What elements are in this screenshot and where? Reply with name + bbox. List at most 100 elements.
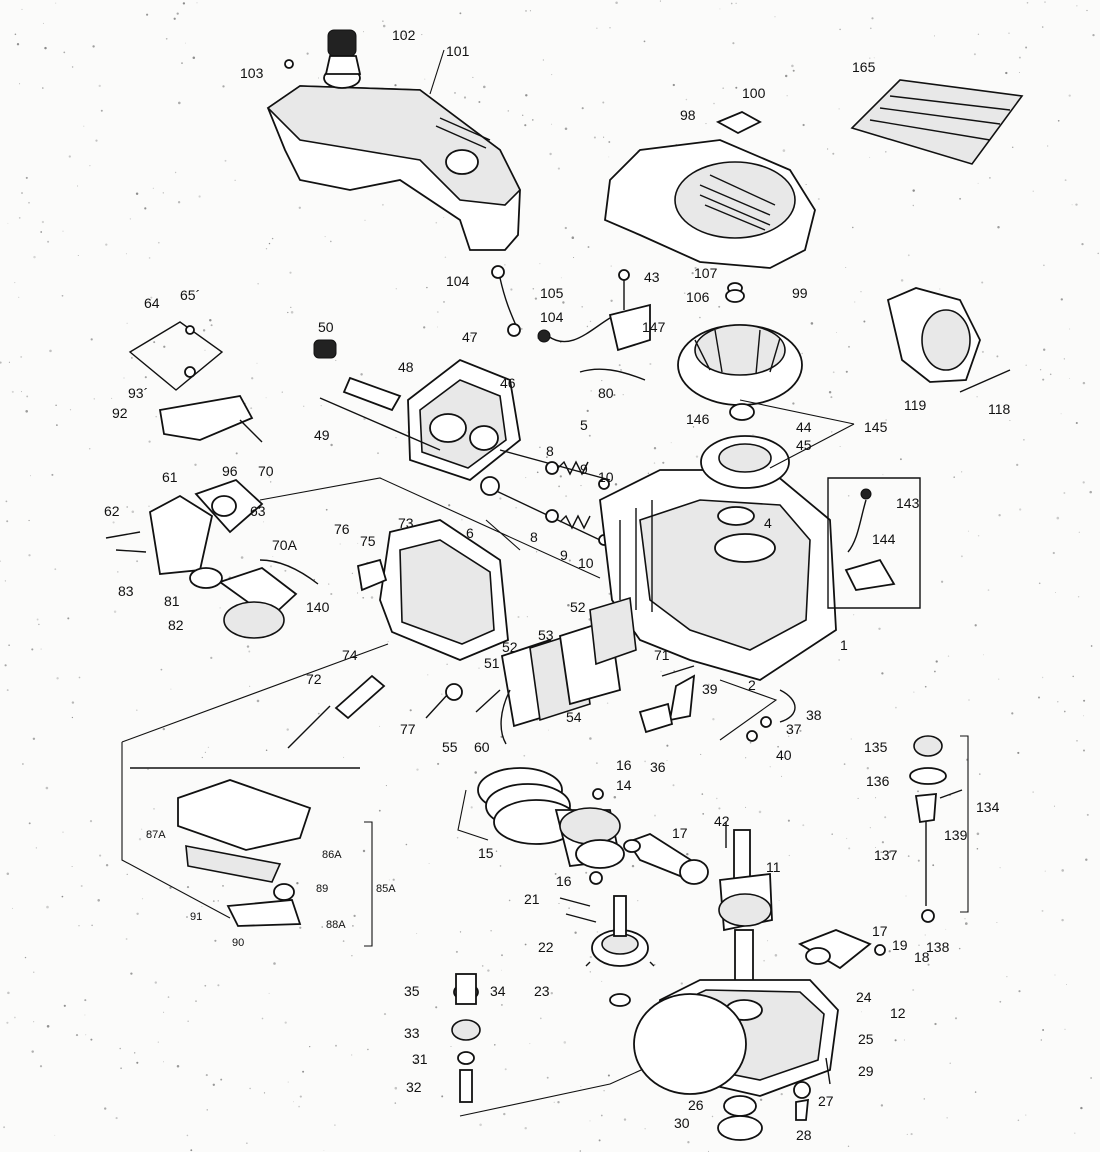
callout-label-8: 8 <box>530 529 538 545</box>
callout-label-18: 18 <box>914 949 930 965</box>
callout-label-71: 71 <box>654 647 670 663</box>
tappets <box>559 871 603 923</box>
callout-label-14: 14 <box>616 777 632 793</box>
callout-label-10: 10 <box>578 555 594 571</box>
callout-label-81: 81 <box>164 593 180 609</box>
callout-label-145: 145 <box>864 419 888 435</box>
callout-label-33: 33 <box>404 1025 420 1041</box>
breather-assembly <box>475 596 637 745</box>
callout-label-42: 42 <box>714 813 730 829</box>
callout-label-5: 5 <box>580 417 588 433</box>
callout-label-80: 80 <box>598 385 614 401</box>
callout-label-136: 136 <box>866 773 890 789</box>
callout-label-99: 99 <box>792 285 808 301</box>
callout-label-98: 98 <box>680 107 696 123</box>
callout-label-93: 93´ <box>128 385 148 401</box>
callout-label-52: 52 <box>570 599 586 615</box>
starter-cup <box>886 287 1011 393</box>
callout-label-92: 92 <box>112 405 128 421</box>
callout-label-22: 22 <box>538 939 554 955</box>
callout-label-70A: 70A <box>272 537 298 553</box>
callout-label-2: 2 <box>748 677 756 693</box>
callout-label-74: 74 <box>342 647 358 663</box>
callout-label-51: 51 <box>484 655 500 671</box>
callout-label-15: 15 <box>478 845 494 861</box>
callout-label-43: 43 <box>644 269 660 285</box>
callout-label-45: 45 <box>796 437 812 453</box>
blower-housing <box>604 111 816 269</box>
callout-label-4: 4 <box>764 515 772 531</box>
callout-label-31: 31 <box>412 1051 428 1067</box>
callout-label-34: 34 <box>490 983 506 999</box>
ignition-wire <box>537 269 651 381</box>
callout-label-72: 72 <box>306 671 322 687</box>
callout-label-86A: 86A <box>322 849 342 861</box>
callout-label-12: 12 <box>890 1005 906 1021</box>
module-box <box>827 477 921 609</box>
callout-label-143: 143 <box>896 495 920 511</box>
callout-label-61: 61 <box>162 469 178 485</box>
callout-label-101: 101 <box>446 43 470 59</box>
callout-label-91: 91 <box>190 911 202 923</box>
piston-assembly <box>457 767 625 869</box>
crankshaft <box>718 822 773 1001</box>
callout-label-75: 75 <box>360 533 376 549</box>
callout-label-144: 144 <box>872 531 896 547</box>
callout-label-53: 53 <box>538 627 554 643</box>
governor-link <box>638 665 796 742</box>
callout-label-134: 134 <box>976 799 1000 815</box>
mounting-bolts <box>287 674 463 749</box>
connecting-rod <box>623 833 709 885</box>
callout-label-17: 17 <box>872 923 888 939</box>
callout-label-40: 40 <box>776 747 792 763</box>
callout-label-17: 17 <box>672 825 688 841</box>
air-filter-inset <box>130 767 373 947</box>
callout-label-24: 24 <box>856 989 872 1005</box>
callout-label-85A: 85A <box>376 883 396 895</box>
flywheel <box>677 282 803 421</box>
callout-label-104: 104 <box>540 309 564 325</box>
callout-label-63: 63 <box>250 503 266 519</box>
fuel-tank <box>266 29 521 251</box>
callout-label-146: 146 <box>686 411 710 427</box>
callout-label-36: 36 <box>650 759 666 775</box>
engine-block <box>599 435 837 681</box>
fuel-line <box>491 265 521 337</box>
callout-label-30: 30 <box>674 1115 690 1131</box>
callout-label-137: 137 <box>874 847 898 863</box>
callout-label-83: 83 <box>118 583 134 599</box>
callout-label-27: 27 <box>818 1093 834 1109</box>
crankcase-cover <box>633 979 839 1141</box>
callout-label-1: 1 <box>840 637 848 653</box>
callout-label-11: 11 <box>766 859 781 875</box>
callout-label-16: 16 <box>616 757 632 773</box>
callout-label-10: 10 <box>598 469 614 485</box>
callout-label-32: 32 <box>406 1079 422 1095</box>
callout-label-165: 165 <box>852 59 876 75</box>
callout-label-23: 23 <box>534 983 550 999</box>
callout-label-106: 106 <box>686 289 710 305</box>
callout-label-88A: 88A <box>326 919 346 931</box>
valves <box>480 449 611 546</box>
callout-label-52: 52 <box>502 639 518 655</box>
callout-label-38: 38 <box>806 707 822 723</box>
oil-pump <box>451 973 651 1117</box>
callout-label-55: 55 <box>442 739 458 755</box>
callout-label-29: 29 <box>858 1063 874 1079</box>
callout-label-21: 21 <box>524 891 540 907</box>
carburetor <box>105 478 319 639</box>
cam-gear <box>585 895 655 1007</box>
callout-label-37: 37 <box>786 721 802 737</box>
callout-label-138: 138 <box>926 939 950 955</box>
callout-label-6: 6 <box>466 525 474 541</box>
callout-label-119: 119 <box>904 397 927 413</box>
callout-label-8: 8 <box>546 443 554 459</box>
callout-label-70: 70 <box>258 463 274 479</box>
control-bracket <box>128 321 263 443</box>
callout-label-44: 44 <box>796 419 812 435</box>
cylinder-head <box>313 339 521 482</box>
callout-label-103: 103 <box>240 65 264 81</box>
callout-label-54: 54 <box>566 709 582 725</box>
